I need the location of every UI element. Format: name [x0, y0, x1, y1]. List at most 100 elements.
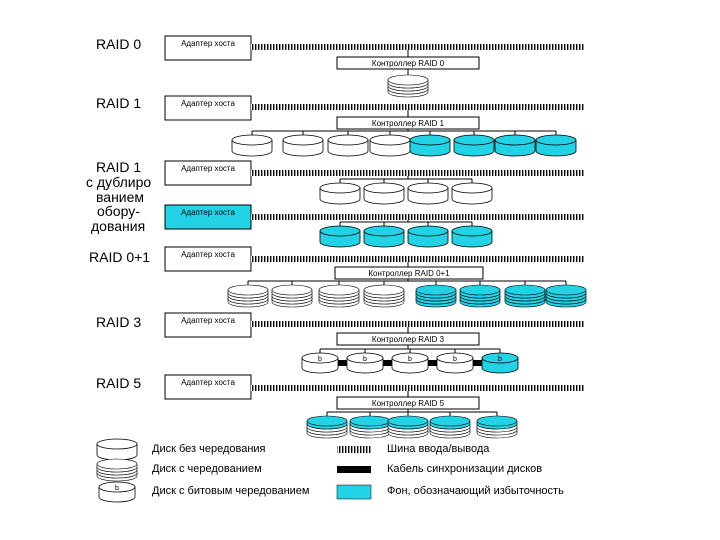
raid01-disk — [271, 284, 313, 308]
host-adapter-raid5: Адаптер хоста — [164, 374, 252, 400]
legend-striped-text: Диск с чередованием — [152, 463, 262, 475]
io-bus — [251, 385, 584, 391]
raid1-disk — [369, 134, 411, 157]
raid1-dup-disk-bottom — [407, 225, 449, 248]
controller-label: Контроллер RAID 3 — [372, 335, 445, 344]
raid5-disk — [429, 415, 471, 439]
host-adapter-raid0: Адаптер хоста — [164, 35, 252, 61]
raid3-label: RAID 3 — [96, 314, 141, 330]
legend: b Диск без чередования Диск с чередовани… — [96, 438, 564, 503]
legend-io-bus-text: Шина ввода/вывода — [387, 443, 490, 455]
raid3-disk: b — [481, 352, 519, 374]
raid1-disk — [282, 134, 324, 157]
raid3-disk: b — [301, 352, 339, 374]
raid1-dup-disk-bottom — [451, 225, 493, 248]
io-bus — [251, 321, 584, 327]
controller-label: Контроллер RAID 5 — [372, 399, 445, 408]
controller-raid01: Контроллер RAID 0+1 — [334, 262, 484, 280]
legend-plain-text: Диск без чередования — [152, 443, 266, 455]
raid01-disk — [459, 284, 501, 308]
legend-icons: b — [96, 438, 138, 503]
raid01-disk — [363, 284, 405, 308]
host-adapter-text: Адаптер хоста — [181, 316, 235, 325]
raid1-dup-disk-top — [451, 182, 493, 205]
sync-cable — [468, 360, 483, 366]
host-adapter-text: Адаптер хоста — [181, 250, 235, 259]
raid1-disk — [453, 134, 495, 157]
raid5-disk — [476, 415, 518, 439]
raid01-disk — [318, 284, 360, 308]
io-bus — [251, 104, 584, 110]
io-bus-legend-icon — [337, 446, 371, 453]
controller-label: Контроллер RAID 0+1 — [368, 269, 450, 278]
sync-cables-raid3 — [333, 360, 483, 366]
controller-label: Контроллер RAID 1 — [372, 119, 445, 128]
raid5-label: RAID 5 — [96, 375, 141, 391]
raid0-disk — [387, 74, 429, 98]
raid1-dup-disk-top — [363, 182, 405, 205]
connectors — [247, 69, 567, 418]
raid1-dup-disk-top — [319, 182, 361, 205]
sync-cable — [333, 360, 348, 366]
raid5-disk — [349, 415, 391, 439]
raid1-dup-disk-bottom — [363, 225, 405, 248]
raid3-disk: b — [436, 352, 474, 374]
raid3-disk: b — [391, 352, 429, 374]
legend-bit-text: Диск с битовым чередованием — [152, 485, 309, 497]
raid01-disk — [415, 284, 457, 308]
host-adapter-raid1-dup-b: Адаптер хоста — [164, 204, 252, 230]
raid5-disk — [387, 415, 429, 439]
raid01-label: RAID 0+1 — [89, 249, 150, 265]
raid1-dup-disk-top — [407, 182, 449, 205]
sync-cable — [423, 360, 438, 366]
host-adapter-text: Адаптер хоста — [181, 164, 235, 173]
raid1-dup-disk-bottom — [319, 225, 361, 248]
io-bus — [251, 170, 584, 176]
raid3-disk: b — [346, 352, 384, 374]
bit-mark: b — [453, 356, 457, 363]
plain-disk-legend-icon — [96, 438, 138, 461]
bit-mark: b — [498, 356, 502, 363]
host-adapter-text: Адаптер хоста — [181, 378, 235, 387]
legend-sync-text: Кабель синхронизации дисков — [387, 463, 542, 475]
host-adapter-text: Адаптер хоста — [181, 208, 235, 217]
io-bus — [251, 256, 584, 262]
host-adapter-raid1: Адаптер хоста — [164, 95, 252, 121]
bit-mark: b — [363, 356, 367, 363]
io-bus — [251, 44, 584, 50]
raid1-disk — [494, 134, 536, 157]
raid01-disk — [227, 284, 269, 308]
io-buses — [251, 44, 584, 391]
bit-mark: b — [318, 356, 322, 363]
raid01-disk — [504, 284, 546, 308]
raid1-disk — [327, 134, 369, 157]
raid1-disk — [535, 134, 577, 157]
controller-label: Контроллер RAID 0 — [372, 59, 445, 68]
controller-raid3: Контроллер RAID 3 — [336, 327, 480, 346]
controller-raid1: Контроллер RAID 1 — [336, 110, 480, 130]
raid1-label: RAID 1 — [96, 95, 141, 111]
legend-redundancy-text: Фон, обозначающий избыточность — [387, 485, 564, 497]
sync-cable-legend-icon — [337, 466, 371, 473]
bit-mark: b — [408, 356, 412, 363]
raid0-label: RAID 0 — [96, 36, 141, 52]
raid1-disk — [231, 134, 273, 157]
host-adapter-text: Адаптер хоста — [181, 99, 235, 108]
controller-raid0: Контроллер RAID 0 — [336, 50, 480, 70]
host-adapter-text: Адаптер хоста — [181, 39, 235, 48]
raid01-disk — [545, 284, 587, 308]
raid1-disk — [409, 134, 451, 157]
host-adapter-raid3: Адаптер хоста — [164, 312, 252, 338]
host-adapter-raid01: Адаптер хоста — [164, 246, 252, 272]
striped-disk-legend-icon — [96, 458, 138, 482]
raid1-dup-label: RAID 1 с дублиро ванием обору- дования — [86, 159, 155, 234]
redundancy-fill-legend-icon — [336, 484, 372, 500]
bit-disk-legend-icon: b — [98, 481, 136, 503]
bit-mark: b — [115, 485, 119, 492]
raid5-disk — [306, 415, 348, 439]
controller-raid5: Контроллер RAID 5 — [336, 391, 480, 410]
io-bus — [251, 214, 584, 220]
host-adapter-raid1-dup-a: Адаптер хоста — [164, 160, 252, 186]
